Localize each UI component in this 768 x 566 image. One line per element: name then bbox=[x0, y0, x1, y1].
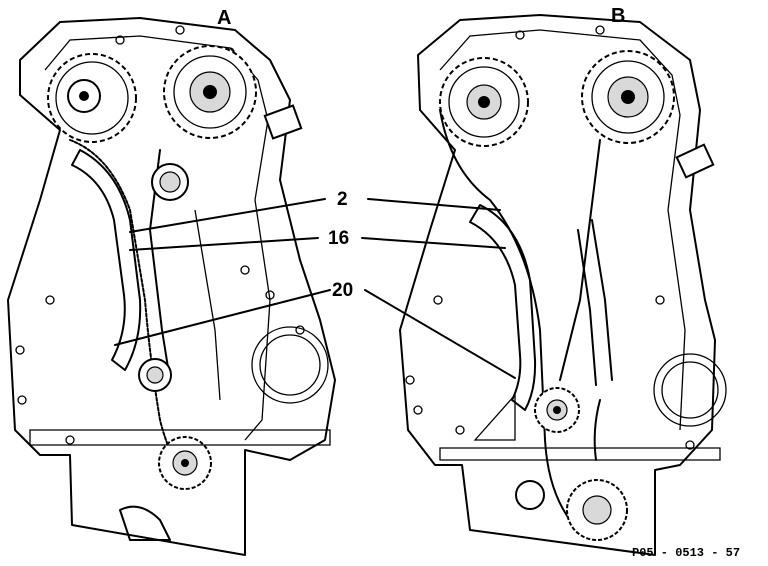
panel-label-a: A bbox=[217, 7, 231, 29]
engine-a bbox=[7, 17, 336, 556]
panel-label-b: B bbox=[611, 5, 625, 27]
callout-16: 16 bbox=[328, 228, 349, 249]
reference-code: P05 - 0513 - 57 bbox=[632, 546, 740, 560]
leader-lines bbox=[114, 198, 516, 379]
callout-20: 20 bbox=[332, 280, 353, 301]
engine-b bbox=[399, 14, 727, 556]
callout-2: 2 bbox=[337, 189, 348, 210]
